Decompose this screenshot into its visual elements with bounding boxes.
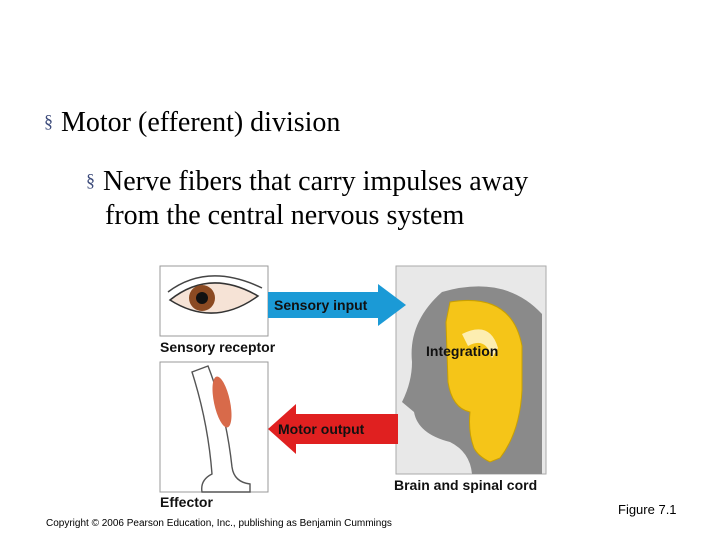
integration-shape xyxy=(445,299,523,463)
bullet-marker: § xyxy=(44,111,53,131)
figure-number: Figure 7.1 xyxy=(618,502,677,517)
bullet-nerve-fibers: § Nerve fibers that carry impulses away xyxy=(86,163,528,199)
motor-output-arrow xyxy=(268,404,398,454)
bullet-nerve-fibers-cont: from the central nervous system xyxy=(105,199,464,233)
sensory-receptor-label: Sensory receptor xyxy=(160,339,276,355)
eye-illustration xyxy=(159,265,269,337)
copyright-text: Copyright © 2006 Pearson Education, Inc.… xyxy=(46,518,392,529)
motor-output-label: Motor output xyxy=(278,421,365,437)
effector-label: Effector xyxy=(160,494,213,510)
sensory-input-label: Sensory input xyxy=(274,297,368,313)
bullet-marker: § xyxy=(86,170,95,190)
brain-label: Brain and spinal cord xyxy=(394,477,537,493)
bullet2-text-line2: from the central nervous system xyxy=(105,200,465,231)
sensory-input-arrow xyxy=(268,284,406,326)
bullet-motor-division: § Motor (efferent) division xyxy=(44,104,340,140)
bullet2-text-line1: Nerve fibers that carry impulses away xyxy=(103,166,529,197)
integration-label: Integration xyxy=(426,343,498,359)
bullet1-text: Motor (efferent) division xyxy=(61,107,341,138)
brain-illustration xyxy=(395,265,547,475)
figure-svg: Sensory receptor Effector Integration Br… xyxy=(159,265,547,510)
nervous-system-figure: Sensory receptor Effector Integration Br… xyxy=(150,262,570,512)
leg-illustration xyxy=(159,361,269,493)
